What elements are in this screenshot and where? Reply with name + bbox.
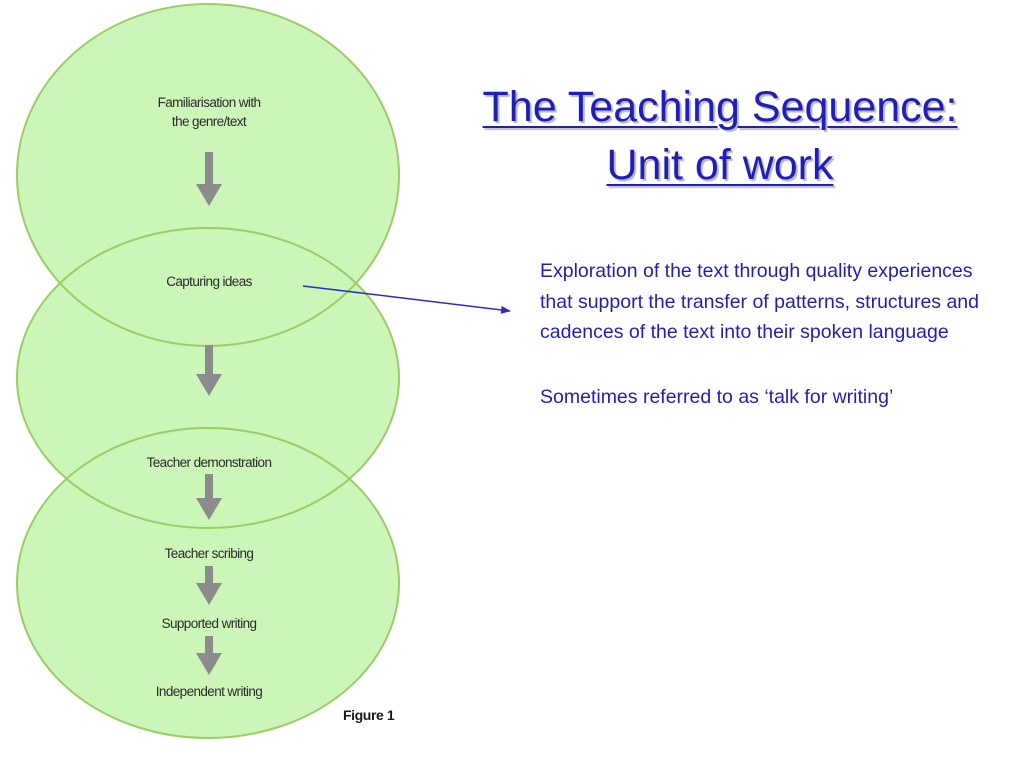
step-label-teacher-demonstration: Teacher demonstration — [147, 455, 272, 470]
step-label-familiarisation-line1: Familiarisation with — [158, 95, 261, 110]
circle-middle-outline — [16, 227, 400, 529]
description-text: Exploration of the text through quality … — [540, 256, 1000, 446]
description-paragraph-talk-for-writing: Sometimes referred to as ‘talk for writi… — [540, 385, 894, 408]
callout-arrow — [302, 285, 511, 314]
step-label-independent-writing: Independent writing — [156, 684, 263, 699]
down-arrow-icon — [196, 566, 222, 605]
figure-caption: Figure 1 — [343, 707, 395, 723]
slide-title-line2: Unit of work — [606, 141, 834, 189]
description-paragraph-exploration: Exploration of the text through quality … — [540, 260, 979, 343]
step-labels: Familiarisation with the genre/text Capt… — [147, 95, 272, 699]
venn-circles — [16, 3, 400, 739]
slide-title: The Teaching Sequence: Unit of work — [420, 78, 1020, 194]
down-arrow-icon — [196, 474, 222, 520]
slide-title-line1: The Teaching Sequence: — [482, 83, 958, 131]
step-label-teacher-scribing: Teacher scribing — [165, 546, 254, 561]
down-arrow-icon — [196, 345, 222, 396]
step-label-capturing-ideas: Capturing ideas — [166, 274, 252, 289]
step-label-supported-writing: Supported writing — [162, 616, 257, 631]
down-arrow-icon — [196, 636, 222, 675]
sequence-arrows — [196, 152, 222, 675]
circle-bottom-outline — [16, 427, 400, 739]
down-arrow-icon — [196, 152, 222, 206]
step-label-familiarisation-line2: the genre/text — [172, 114, 247, 129]
